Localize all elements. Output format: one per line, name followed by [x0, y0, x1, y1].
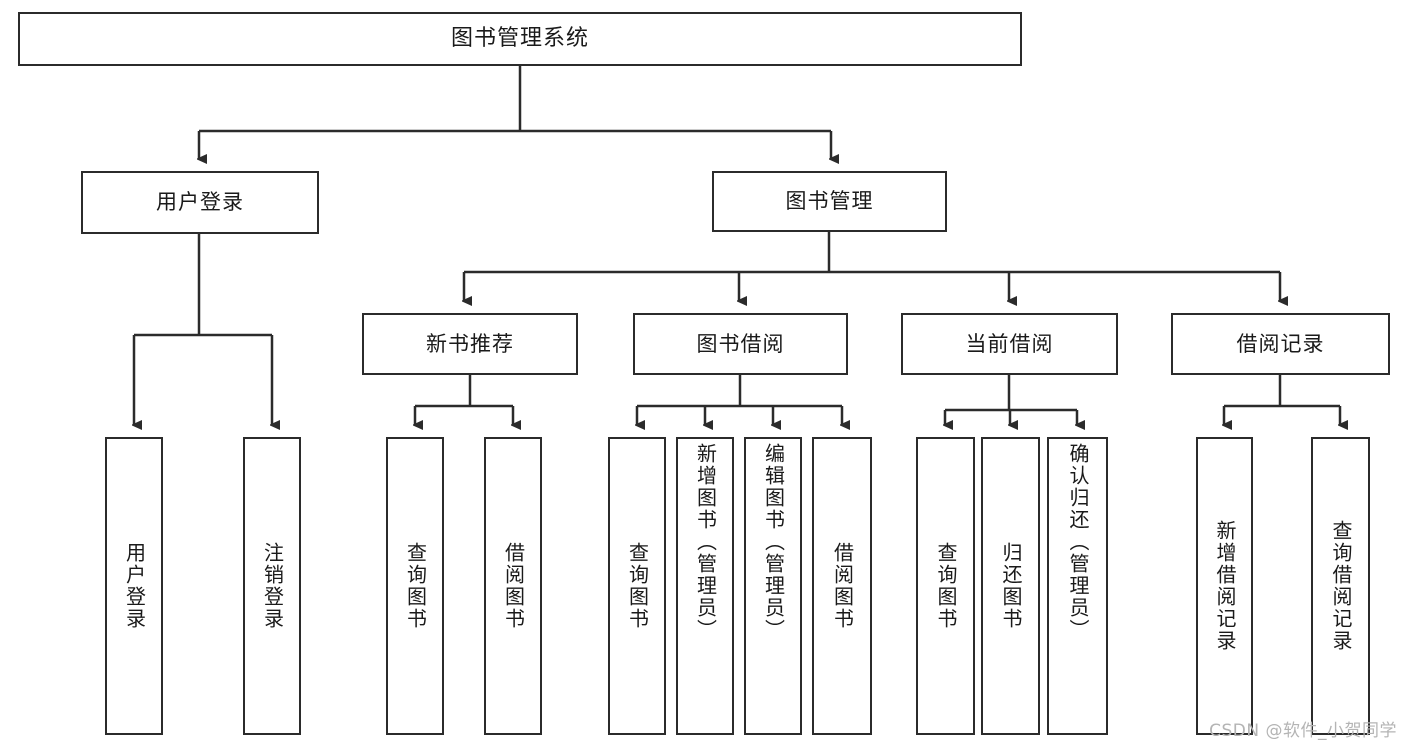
leaf-label: 注销登录	[260, 542, 285, 630]
leaf-user-login-login[interactable]: 用户登录	[105, 437, 163, 735]
node-root[interactable]: 图书管理系统	[18, 12, 1022, 66]
node-current-borrow-label: 当前借阅	[965, 331, 1054, 356]
leaf-current-borrow-confirm[interactable]: 确认归还（管理员）	[1047, 437, 1108, 735]
leaf-current-borrow-return[interactable]: 归还图书	[981, 437, 1040, 735]
leaf-user-login-logout[interactable]: 注销登录	[243, 437, 301, 735]
leaf-book-borrow-edit[interactable]: 编辑图书（管理员）	[744, 437, 802, 735]
leaf-book-borrow-borrow[interactable]: 借阅图书	[812, 437, 872, 735]
leaf-label: 查询图书	[625, 542, 650, 630]
leaf-label: 归还图书	[999, 542, 1023, 630]
leaf-borrow-record-query[interactable]: 查询借阅记录	[1311, 437, 1370, 735]
node-book-management-label: 图书管理	[785, 189, 874, 214]
leaf-label: 查询图书	[934, 542, 958, 630]
watermark: CSDN @软件_小贺同学	[1209, 721, 1397, 741]
leaf-label: 编辑图书（管理员）	[761, 443, 786, 641]
leaf-label: 查询借阅记录	[1329, 520, 1353, 652]
leaf-new-book-query[interactable]: 查询图书	[386, 437, 444, 735]
node-book-management[interactable]: 图书管理	[712, 171, 947, 232]
leaf-current-borrow-query[interactable]: 查询图书	[916, 437, 975, 735]
node-new-book-recommend-label: 新书推荐	[426, 331, 514, 356]
leaf-book-borrow-add[interactable]: 新增图书（管理员）	[676, 437, 734, 735]
leaf-borrow-record-add[interactable]: 新增借阅记录	[1196, 437, 1253, 735]
leaf-new-book-borrow[interactable]: 借阅图书	[484, 437, 542, 735]
leaf-label: 借阅图书	[830, 542, 855, 630]
leaf-label: 借阅图书	[501, 542, 526, 630]
node-borrow-record-label: 借阅记录	[1236, 331, 1325, 356]
node-book-borrow-label: 图书借阅	[696, 331, 785, 356]
leaf-label: 确认归还（管理员）	[1066, 443, 1090, 641]
node-user-login-label: 用户登录	[156, 190, 244, 215]
leaf-label: 新增图书（管理员）	[693, 443, 718, 641]
node-user-login[interactable]: 用户登录	[81, 171, 319, 234]
node-current-borrow[interactable]: 当前借阅	[901, 313, 1118, 375]
node-book-borrow[interactable]: 图书借阅	[633, 313, 848, 375]
leaf-label: 用户登录	[122, 542, 147, 630]
node-new-book-recommend[interactable]: 新书推荐	[362, 313, 578, 375]
leaf-label: 新增借阅记录	[1213, 520, 1237, 652]
node-root-label: 图书管理系统	[450, 26, 589, 52]
node-borrow-record[interactable]: 借阅记录	[1171, 313, 1390, 375]
leaf-book-borrow-query[interactable]: 查询图书	[608, 437, 666, 735]
leaf-label: 查询图书	[403, 542, 428, 630]
